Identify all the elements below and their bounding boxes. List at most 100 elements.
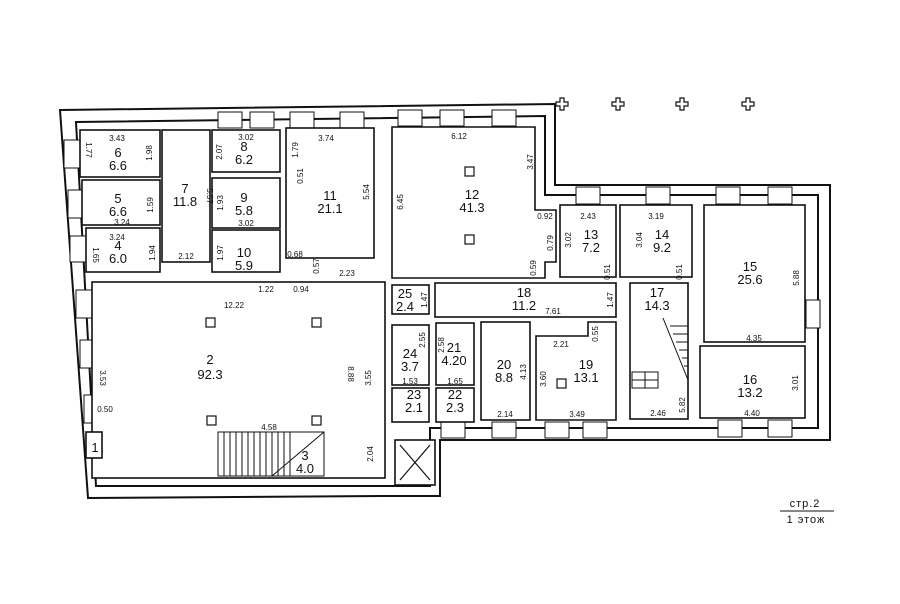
room-area: 2.1 [405, 400, 423, 415]
dimension-label: 1.47 [606, 292, 615, 308]
room-area: 41.3 [459, 200, 484, 215]
column-markers [555, 97, 755, 111]
dimension-label: 2.07 [215, 144, 224, 160]
room-area: 2.3 [446, 400, 464, 415]
room-7 [161, 129, 211, 263]
dimension-label: 0.50 [97, 405, 113, 414]
room-area: 11.2 [512, 298, 536, 313]
room-11 [285, 127, 375, 259]
dimension-label: 6.45 [396, 194, 405, 210]
dimension-label: 3.60 [539, 371, 548, 387]
room-area: 92.3 [197, 367, 222, 382]
room-number: 24 [403, 346, 417, 361]
room-5 [81, 179, 161, 226]
room-number: 23 [407, 387, 421, 402]
room-number: 3 [301, 448, 308, 463]
dimension-label: 0.79 [546, 235, 555, 251]
room-4 [85, 227, 161, 273]
room-area: 2.4 [396, 299, 414, 314]
dimension-label: 3.04 [635, 232, 644, 248]
room-8 [211, 129, 281, 173]
room-number: 11 [323, 188, 337, 203]
dimension-label: 5.82 [678, 397, 687, 413]
dimension-label: 1.98 [145, 145, 154, 161]
room-number: 8 [240, 139, 247, 154]
inner-wall [74, 114, 819, 487]
room-20 [480, 321, 531, 421]
dimension-label: 3.19 [648, 212, 664, 221]
dimension-label: 3.01 [791, 375, 800, 391]
room-area: 3.7 [401, 359, 419, 374]
dimension-label: 1.22 [258, 285, 274, 294]
room-number: 4 [114, 238, 121, 253]
dimension-label: 1.65 [91, 247, 100, 263]
dimension-label: 3.43 [109, 134, 125, 143]
elevator-cross-icon [399, 444, 431, 481]
room-number: 10 [237, 245, 251, 260]
dimension-label: 2.21 [553, 340, 569, 349]
dimension-label: 2.23 [339, 269, 355, 278]
dimension-label: 0.94 [293, 285, 309, 294]
dimension-label: 4.40 [744, 409, 760, 418]
dimension-label: 8.88 [346, 366, 355, 382]
dimension-label: 4.13 [519, 364, 528, 380]
dimension-label: 1.79 [291, 142, 300, 158]
room-22 [435, 387, 475, 423]
dimension-label: 2.55 [418, 332, 427, 348]
room-number: 13 [584, 227, 598, 242]
dimension-label: 2.12 [178, 252, 194, 261]
sheet-floor: 1 этож [787, 514, 826, 526]
dimension-label: 2.14 [497, 410, 513, 419]
room-number: 2 [206, 352, 213, 367]
dimension-label: 0.55 [591, 326, 600, 342]
dimension-label: 4.35 [746, 334, 762, 343]
rooms [79, 126, 806, 486]
dimension-label: 3.24 [109, 233, 125, 242]
room-2 [91, 281, 386, 479]
room-area: 7.2 [582, 240, 600, 255]
room-area: 6.2 [235, 152, 253, 167]
room-number: 18 [517, 285, 531, 300]
room-number: 22 [448, 387, 462, 402]
room-25 [391, 284, 430, 315]
dimension-label: 3.02 [238, 219, 254, 228]
room-number: 17 [650, 285, 664, 300]
dimension-label: 0.92 [537, 212, 553, 221]
dimension-label: 1.65 [447, 377, 463, 386]
room-area: 5.9 [235, 258, 253, 273]
dimension-label: 0.51 [675, 264, 684, 280]
dimension-label: 2.04 [366, 446, 375, 462]
room-area: 6.0 [109, 251, 127, 266]
dimension-label: 1.94 [148, 245, 157, 261]
room-number: 21 [447, 340, 461, 355]
room-1 [85, 431, 103, 459]
dimension-label: 3.49 [569, 410, 585, 419]
room-area: 11.8 [173, 194, 197, 209]
dimension-label: 3.53 [98, 370, 107, 386]
dimension-label: 1.59 [146, 197, 155, 213]
room-number: 6 [114, 145, 121, 160]
room-9 [211, 177, 281, 229]
room-number: 20 [497, 357, 511, 372]
dimension-label: 1.93 [216, 195, 225, 211]
staircase-3 [217, 431, 325, 477]
room-16 [699, 345, 806, 419]
room-10 [211, 229, 281, 273]
room-number: 25 [398, 286, 412, 301]
room-number: 19 [579, 357, 593, 372]
room-number: 5 [114, 191, 121, 206]
dimension-label: 3.74 [318, 134, 334, 143]
room-area: 6.6 [109, 204, 127, 219]
dimension-label: 0.51 [603, 264, 612, 280]
dimension-label: 1.47 [420, 292, 429, 308]
outer-wall [58, 102, 831, 500]
room-12 [391, 126, 557, 279]
dimension-label: 1.97 [216, 245, 225, 261]
room-labels: 1 2 92.3 3 4.0 4 6.0 5 6.6 6 6.6 7 11.8 … [91, 139, 762, 476]
room-number: 7 [181, 181, 188, 196]
dimension-label: 2.58 [437, 337, 446, 353]
room-6 [79, 129, 161, 178]
sheet-page: стр.2 [790, 498, 821, 510]
dimension-label: 1.77 [84, 142, 93, 158]
